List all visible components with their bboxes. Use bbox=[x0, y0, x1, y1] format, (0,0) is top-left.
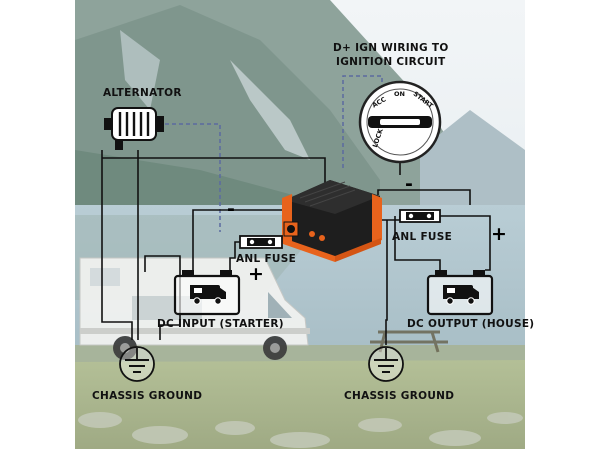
anl-fuse-left-label: ANL FUSE bbox=[236, 253, 297, 265]
alternator-label: ALTERNATOR bbox=[103, 87, 182, 99]
switch-on-label: ON bbox=[394, 90, 405, 98]
alternator-icon bbox=[104, 107, 164, 150]
anl-fuse-right-icon bbox=[399, 209, 441, 223]
chassis-ground-left-label: CHASSIS GROUND bbox=[92, 390, 203, 402]
anl-fuse-right-label: ANL FUSE bbox=[392, 231, 453, 243]
dc-input-label: DC INPUT (STARTER) bbox=[157, 318, 284, 330]
house-battery-icon bbox=[426, 270, 494, 316]
chassis-ground-right-label: CHASSIS GROUND bbox=[344, 390, 455, 402]
plus-sign-house: + bbox=[491, 223, 507, 245]
ign-wiring-label-line2: IGNITION CIRCUIT bbox=[336, 56, 446, 68]
chassis-ground-right-icon bbox=[368, 346, 404, 382]
dc-output-label: DC OUTPUT (HOUSE) bbox=[407, 318, 535, 330]
plus-sign-starter: + bbox=[248, 263, 264, 285]
starter-battery-van-icon bbox=[190, 285, 226, 305]
chassis-ground-left-icon bbox=[119, 346, 155, 382]
minus-sign-fuse: - bbox=[405, 173, 413, 195]
starter-battery-icon bbox=[173, 270, 241, 316]
ign-wiring-label-line1: D+ IGN WIRING TO bbox=[333, 42, 449, 54]
ignition-switch-icon: LOCK ACC ON START bbox=[358, 80, 442, 164]
house-battery-van-icon bbox=[443, 285, 479, 305]
anl-fuse-left-icon bbox=[239, 235, 283, 249]
dc-dc-converter-icon bbox=[282, 180, 382, 262]
ign-dashed-wires bbox=[165, 75, 383, 232]
minus-sign-converter: - bbox=[227, 198, 235, 220]
